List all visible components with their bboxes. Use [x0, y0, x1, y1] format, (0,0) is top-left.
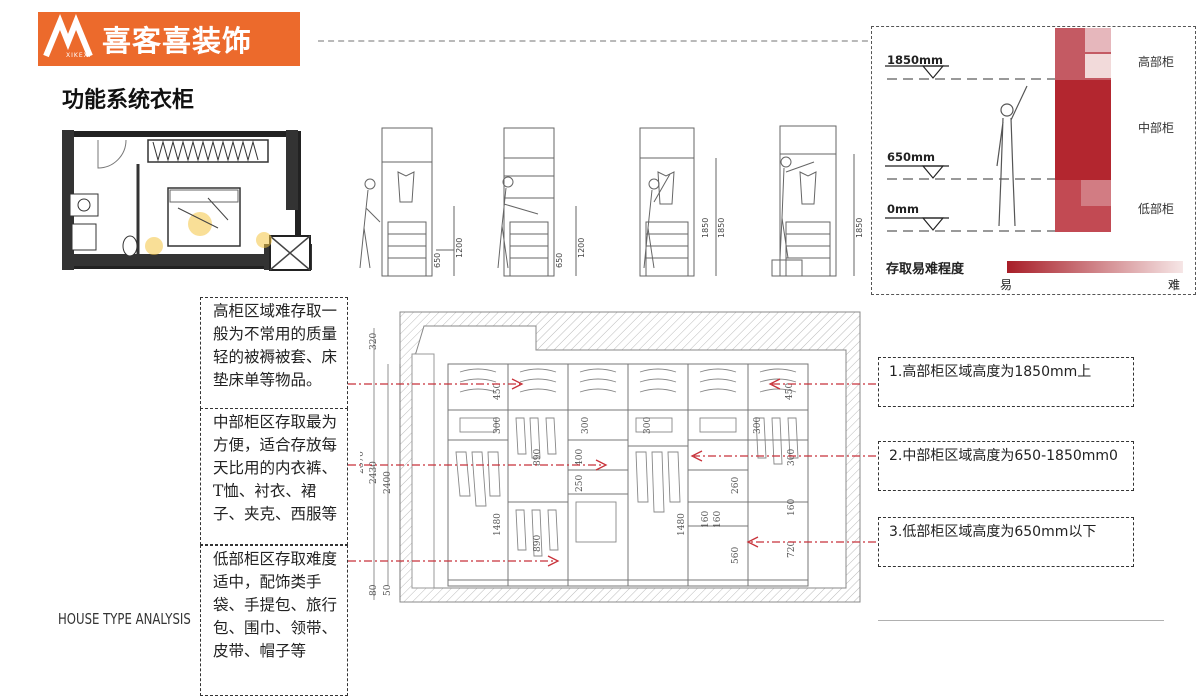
zone-label-high: 高部柜: [1138, 55, 1175, 69]
fig-dim-4: 1200: [577, 238, 586, 258]
wdim-s-14: 560: [731, 547, 741, 564]
wdim-left-6: 50: [383, 584, 393, 596]
logo-sub-text: XIKEXI: [66, 52, 92, 59]
wdim-s-10: 1480: [677, 513, 687, 536]
wdim-s-7: 250: [575, 475, 585, 492]
wdim-left-1: 320: [369, 333, 379, 350]
legend-title: 存取易难程度: [886, 262, 965, 277]
level-label-mid: 650mm: [887, 150, 935, 164]
wdim-s-8: 890: [533, 535, 543, 552]
wdim-s-11: 260: [731, 477, 741, 494]
wdim-s-15: 450: [785, 383, 795, 400]
brand-name: 喜客喜装饰: [102, 24, 253, 58]
zone-label-low: 低部柜: [1138, 202, 1175, 216]
note-mid-height: 2.中部柜区域高度为650-1850mm0: [878, 441, 1134, 491]
note-mid-cabinet: 中部柜区存取最为方便，适合存放每天比用的内衣裤、T恤、衬衣、裙子、夹克、西服等: [200, 408, 348, 545]
fig-dim-1: 650: [433, 253, 442, 268]
logo-mark-icon: XIKEXI: [38, 12, 102, 66]
fig-dim-2: 1200: [455, 238, 464, 258]
brand-logo: XIKEXI 喜客喜装饰: [38, 12, 300, 66]
wdim-s-5: 300: [581, 417, 591, 434]
footer-divider: [878, 620, 1164, 621]
wdim-s-2: 300: [493, 417, 503, 434]
legend-gradient: [1007, 261, 1183, 273]
access-height-diagram: [885, 28, 1183, 273]
note-low-cabinet: 低部柜区存取难度适中，配饰类手袋、手提包、旅行包、围巾、领带、皮带、帽子等: [200, 545, 348, 696]
wdim-left-5: 80: [369, 584, 379, 596]
note-high-height: 1.高部柜区域高度为1850mm上: [878, 357, 1134, 407]
level-label-high: 1850mm: [887, 53, 943, 67]
footer-label: HOUSE TYPE ANALYSIS: [58, 610, 191, 628]
note-high-cabinet: 高柜区域难存取一般为不常用的质量轻的被褥被套、床垫床单等物品。: [200, 297, 348, 409]
wdim-s-9: 300: [643, 417, 653, 434]
floor-plan: [62, 130, 312, 271]
wdim-left-2: 2670: [360, 451, 366, 474]
wdim-s-19: 720: [787, 541, 797, 558]
wdim-s-6: 400: [575, 449, 585, 466]
wdim-left-4: 2430: [369, 461, 379, 484]
wdim-s-1: 450: [493, 383, 503, 400]
fig-dim-5: 1850: [701, 218, 710, 238]
wdim-s-13: 160: [713, 511, 723, 528]
legend-easy: 易: [1000, 278, 1013, 292]
fig-dim-3: 650: [555, 253, 564, 268]
wdim-s-12: 160: [701, 511, 711, 528]
wdim-s-17: 300: [787, 449, 797, 466]
note-low-height: 3.低部柜区域高度为650mm以下: [878, 517, 1134, 567]
fig-dim-7: 1850: [855, 218, 864, 238]
page-title: 功能系统衣柜: [62, 88, 195, 113]
figure-sketches: 650 1200 650 1200 1850 1850 1850: [359, 125, 864, 277]
fig-dim-6: 1850: [717, 218, 726, 238]
wdim-s-16: 300: [753, 417, 763, 434]
header-divider: [318, 40, 878, 42]
wdim-s-4: 1480: [493, 513, 503, 536]
level-label-low: 0mm: [887, 202, 919, 216]
legend-hard: 难: [1168, 278, 1181, 292]
wdim-s-3: 890: [533, 449, 543, 466]
zone-label-mid: 中部柜: [1138, 121, 1175, 135]
wdim-s-18: 160: [787, 499, 797, 516]
access-height-chart: [871, 26, 1196, 295]
wdim-left-3: 2400: [383, 471, 393, 494]
